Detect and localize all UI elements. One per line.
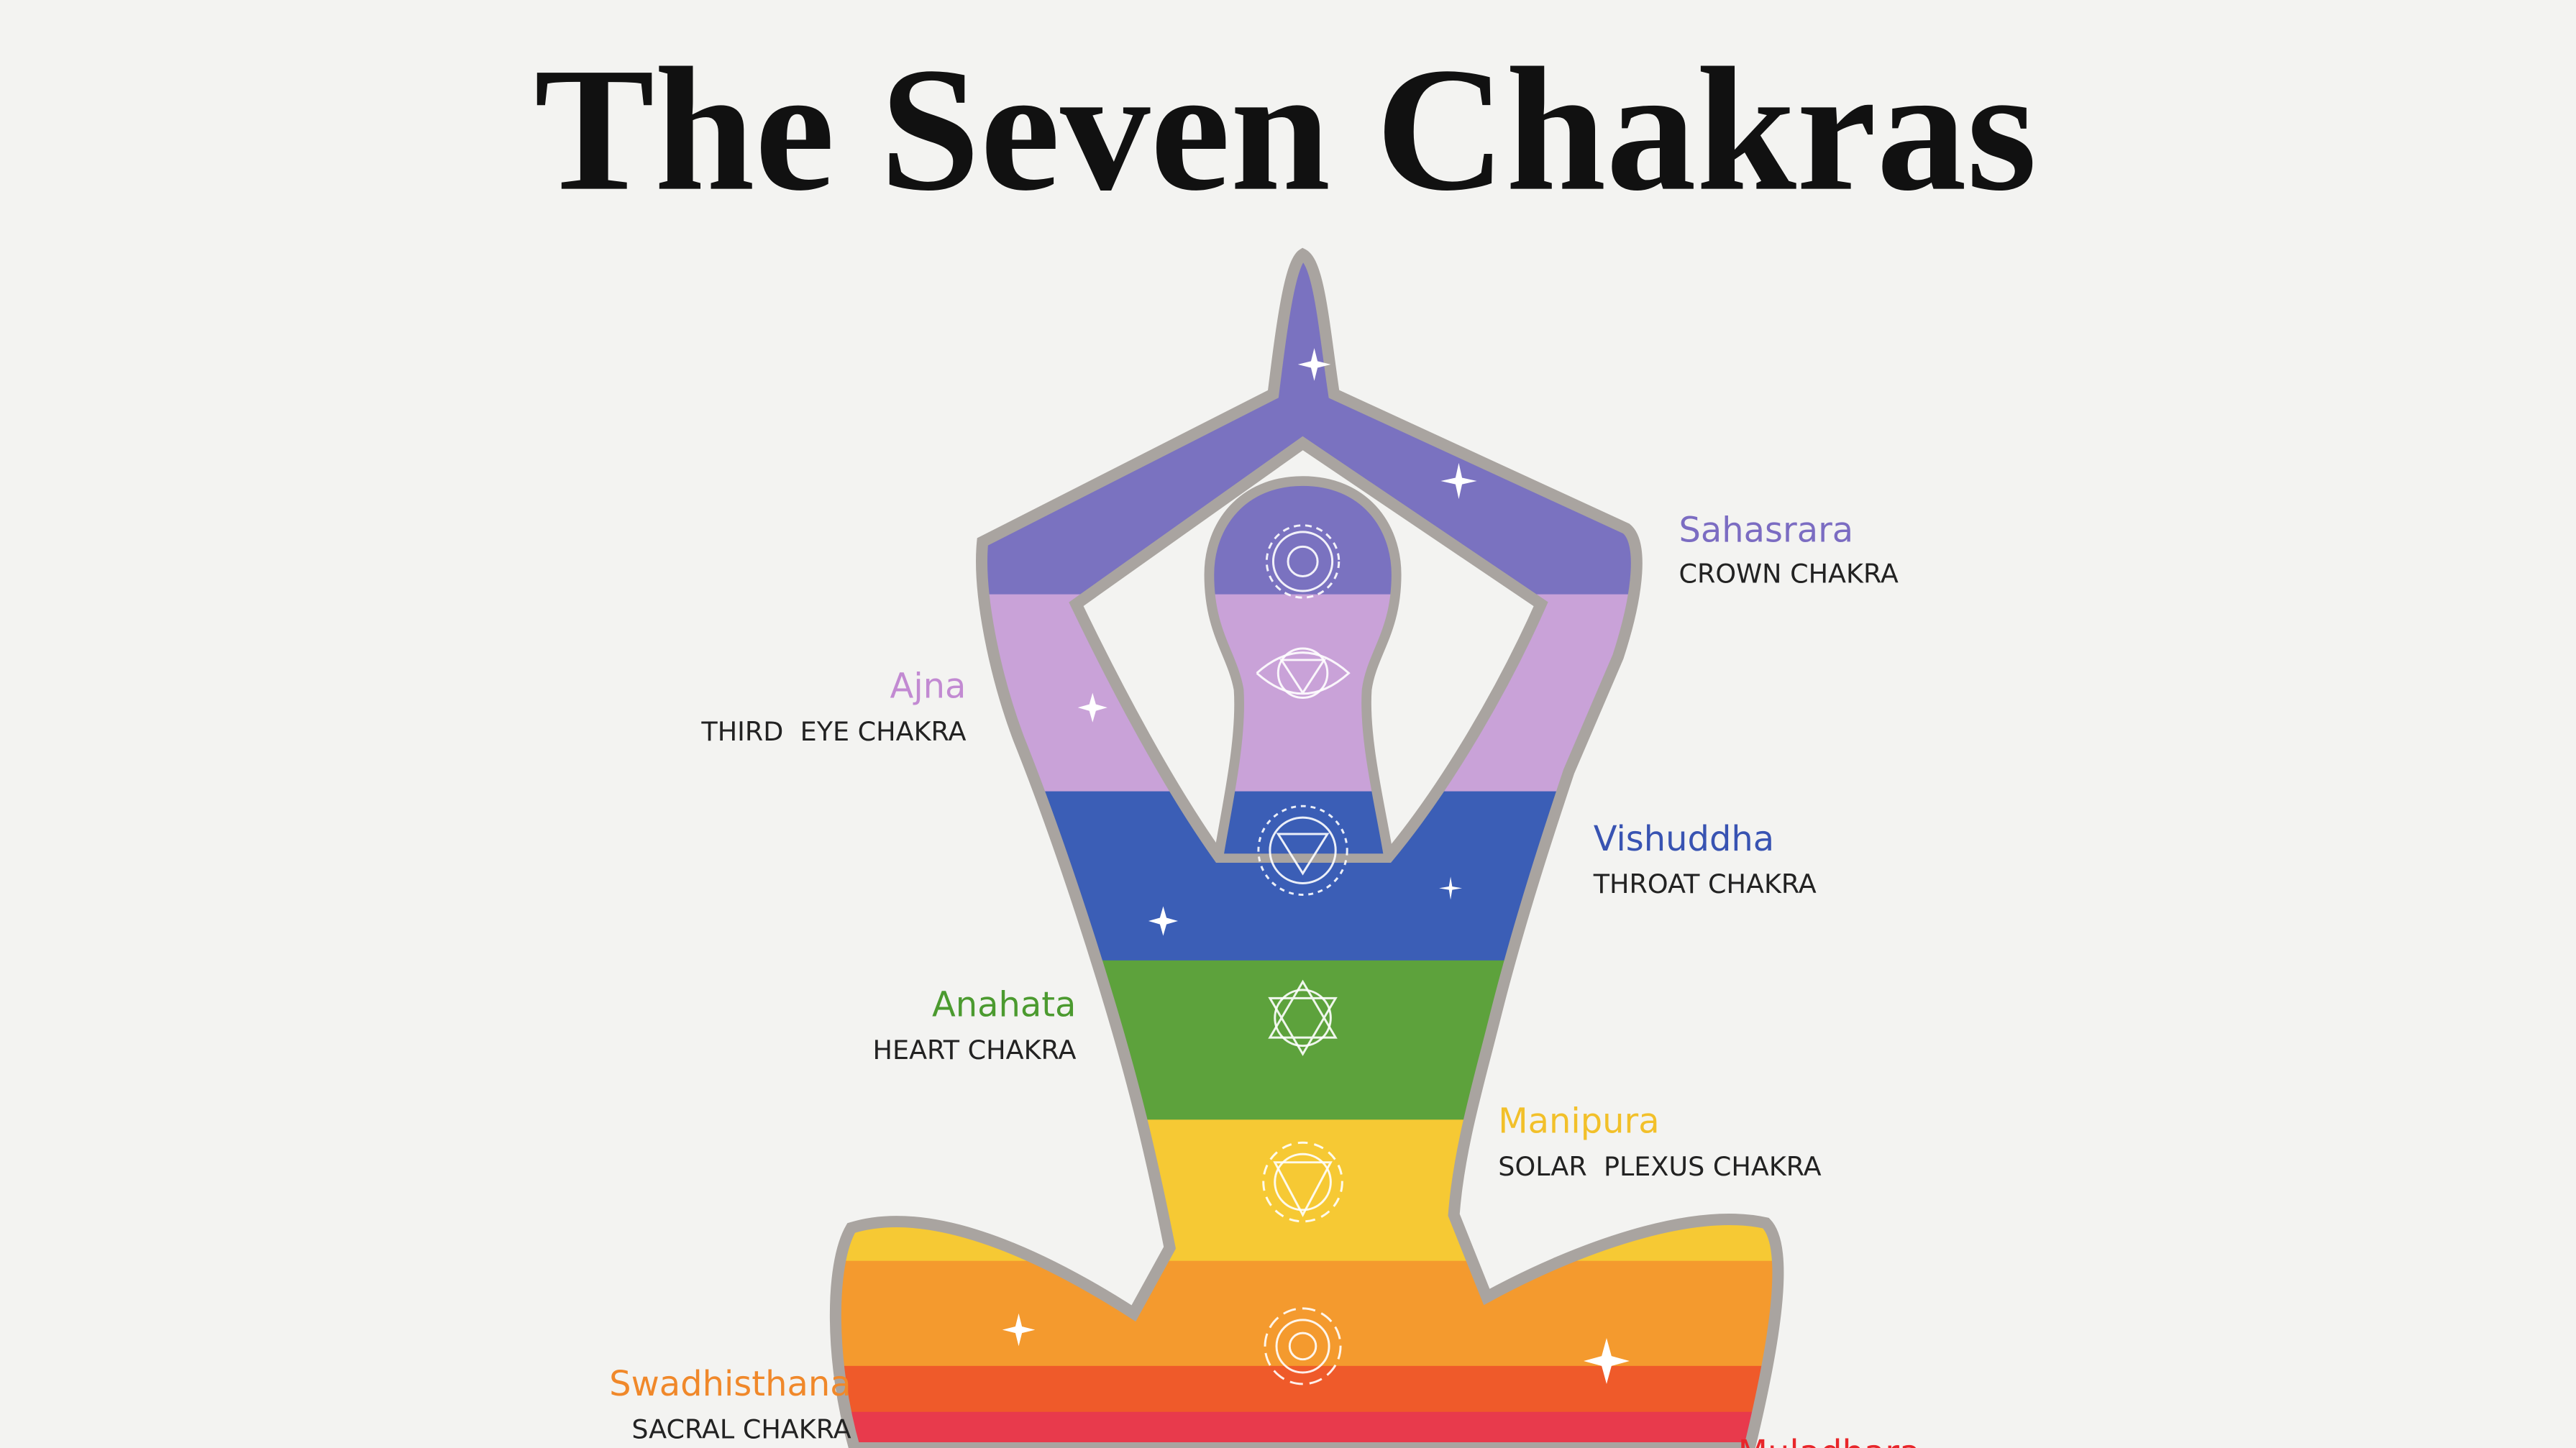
- star-icon: [1440, 462, 1477, 500]
- chakra-subtitle: CROWN CHAKRA: [1678, 559, 1898, 590]
- star-icon: [1297, 348, 1331, 381]
- solar-plexus-chakra-symbol-icon: [1262, 1141, 1343, 1223]
- star-icon: [1077, 692, 1107, 723]
- throat-chakra-symbol-icon: [1257, 805, 1348, 896]
- chakra-label-vishuddha: Vishuddha THROAT CHAKRA: [1593, 819, 1817, 899]
- heart-chakra-symbol-icon: [1268, 979, 1338, 1056]
- third-eye-chakra-symbol-icon: [1256, 647, 1351, 699]
- chakra-label-sahasrara: Sahasrara CROWN CHAKRA: [1678, 510, 1898, 590]
- chakra-label-muladhara: Muladhara: [1738, 1433, 1921, 1448]
- chakra-name: Ajna: [890, 666, 967, 706]
- chakra-subtitle: THROAT CHAKRA: [1593, 869, 1817, 899]
- color-band: [1209, 791, 1397, 854]
- head-outline: [1204, 476, 1402, 855]
- chakra-name: Muladhara: [1738, 1433, 1921, 1448]
- chakra-label-anahata: Anahata HEART CHAKRA: [873, 984, 1077, 1065]
- color-band: [835, 1260, 1778, 1370]
- chakra-name: Sahasrara: [1678, 510, 1853, 551]
- crown-chakra-symbol-icon: [1265, 524, 1340, 599]
- star-icon: [1584, 1338, 1630, 1384]
- star-icon: [1002, 1313, 1036, 1347]
- chakra-subtitle: SOLAR PLEXUS CHAKRA: [1498, 1151, 1821, 1182]
- chakra-name: Manipura: [1498, 1101, 1659, 1142]
- star-icon: [1148, 906, 1179, 936]
- sacral-chakra-symbol-icon: [1264, 1307, 1342, 1385]
- chakra-subtitle: HEART CHAKRA: [873, 1035, 1077, 1066]
- chakra-label-manipura: Manipura SOLAR PLEXUS CHAKRA: [1498, 1101, 1821, 1182]
- page-title: The Seven Chakras: [534, 32, 2037, 228]
- star-icon: [1439, 876, 1463, 900]
- chakra-subtitle: THIRD EYE CHAKRA: [700, 716, 966, 747]
- chakra-name: Vishuddha: [1594, 819, 1774, 859]
- chakra-label-swadhisthana: Swadhisthana SACRAL CHAKRA: [609, 1364, 851, 1444]
- color-band: [835, 1411, 1778, 1448]
- chakra-name: Swadhisthana: [609, 1364, 851, 1404]
- sparkle-stars: [1002, 348, 1630, 1384]
- chakra-name: Anahata: [932, 984, 1076, 1025]
- color-band: [835, 1365, 1778, 1416]
- chakra-label-ajna: Ajna THIRD EYE CHAKRA: [700, 666, 966, 746]
- chakra-subtitle: SACRAL CHAKRA: [631, 1413, 851, 1444]
